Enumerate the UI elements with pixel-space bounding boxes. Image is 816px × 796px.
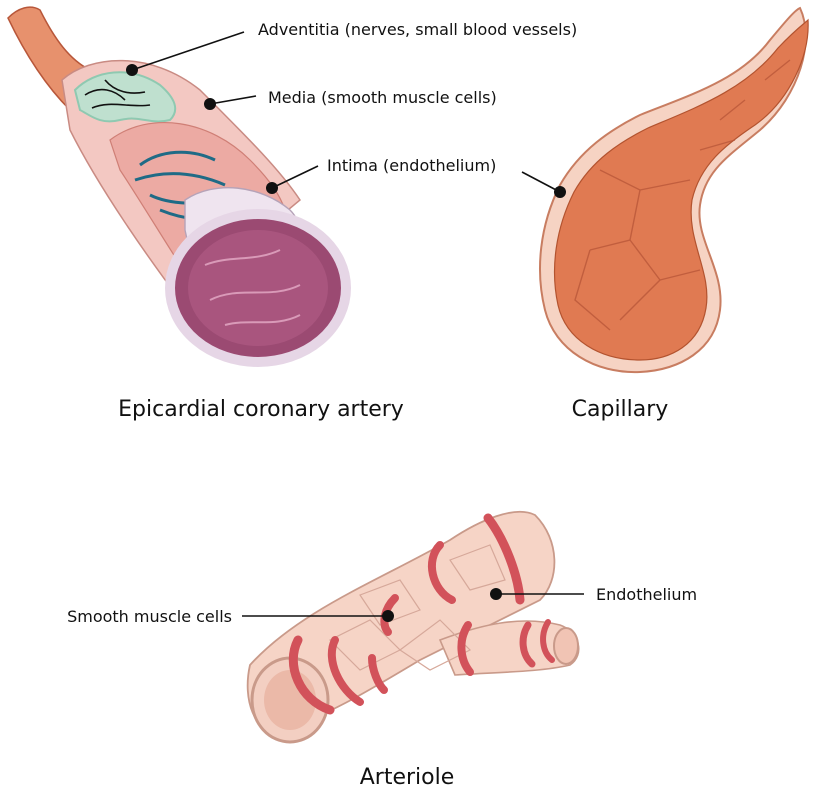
media-label: Media (smooth muscle cells) <box>268 88 497 107</box>
intima-label: Intima (endothelium) <box>327 156 496 175</box>
arteriole-caption: Arteriole <box>360 765 455 790</box>
endothelium-label: Endothelium <box>596 585 697 604</box>
coronary-artery-illustration <box>8 7 346 362</box>
media-callout: Media (smooth muscle cells) <box>204 88 497 110</box>
adventitia-label: Adventitia (nerves, small blood vessels) <box>258 20 577 39</box>
artery-caption: Epicardial coronary artery <box>118 397 404 422</box>
smooth-muscle-label: Smooth muscle cells <box>67 607 232 626</box>
capillary-caption: Capillary <box>572 397 669 422</box>
capillary-lumen <box>555 20 809 360</box>
intima-callout: Intima (endothelium) <box>266 156 496 194</box>
arteriole-illustration <box>248 512 579 742</box>
arteriole-branch-opening <box>554 628 578 664</box>
adventitia-callout: Adventitia (nerves, small blood vessels) <box>126 20 577 76</box>
capillary-illustration <box>540 8 808 372</box>
